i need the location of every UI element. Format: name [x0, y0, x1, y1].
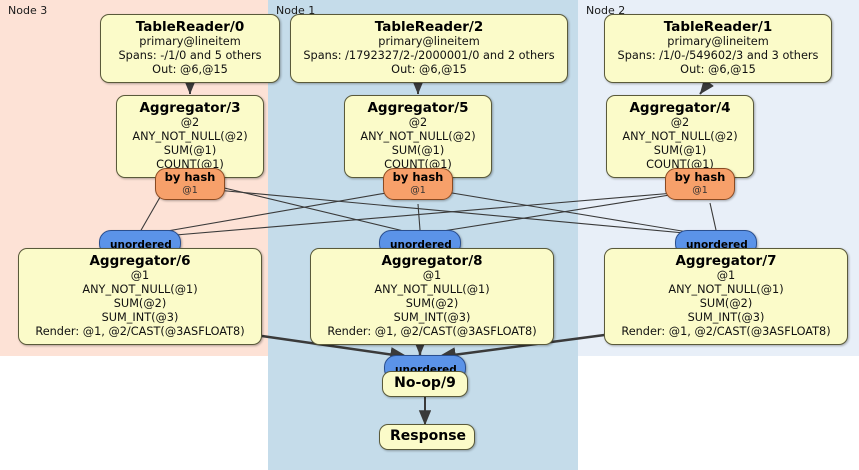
aggregator-title: Aggregator/6	[89, 253, 191, 269]
aggregator-func-3: SUM_INT(@3)	[101, 311, 179, 325]
aggregator-group: @2	[670, 116, 690, 130]
node-panel-label-node2: Node 2	[586, 4, 626, 17]
aggregator-group: @1	[422, 269, 442, 283]
table-reader-title: TableReader/2	[374, 19, 484, 35]
node-panel-label-node1: Node 1	[276, 4, 316, 17]
aggregator-func-2: SUM(@1)	[391, 144, 445, 158]
table-reader-index: primary@lineitem	[378, 35, 480, 49]
table-reader-title: TableReader/0	[135, 19, 245, 35]
no-op-9[interactable]: No-op/9	[382, 371, 468, 398]
aggregator-func-1: ANY_NOT_NULL(@2)	[132, 130, 248, 144]
hash-router-column: @1	[410, 184, 426, 196]
aggregator-func-2: SUM(@2)	[113, 297, 167, 311]
aggregator-func-2: SUM(@1)	[163, 144, 217, 158]
aggregator-6[interactable]: Aggregator/6 @1 ANY_NOT_NULL(@1) SUM(@2)…	[18, 248, 262, 346]
aggregator-3[interactable]: Aggregator/3 @2 ANY_NOT_NULL(@2) SUM(@1)…	[116, 95, 264, 179]
aggregator-group: @2	[408, 116, 428, 130]
aggregator-title: Aggregator/5	[367, 100, 469, 116]
aggregator-func-1: ANY_NOT_NULL(@2)	[360, 130, 476, 144]
table-reader-index: primary@lineitem	[667, 35, 769, 49]
aggregator-5[interactable]: Aggregator/5 @2 ANY_NOT_NULL(@2) SUM(@1)…	[344, 95, 492, 179]
aggregator-group: @1	[716, 269, 736, 283]
aggregator-render: Render: @1, @2/CAST(@3ASFLOAT8)	[35, 325, 245, 339]
aggregator-8[interactable]: Aggregator/8 @1 ANY_NOT_NULL(@1) SUM(@2)…	[310, 248, 554, 346]
aggregator-func-2: SUM(@2)	[699, 297, 753, 311]
aggregator-func-1: ANY_NOT_NULL(@1)	[668, 283, 784, 297]
aggregator-func-1: ANY_NOT_NULL(@1)	[82, 283, 198, 297]
aggregator-func-2: SUM(@2)	[405, 297, 459, 311]
aggregator-title: Aggregator/4	[629, 100, 731, 116]
aggregator-func-1: ANY_NOT_NULL(@1)	[374, 283, 490, 297]
no-op-title: No-op/9	[394, 375, 456, 391]
response-title: Response	[390, 428, 467, 444]
hash-router-column: @1	[692, 184, 708, 196]
table-reader-spans: Spans: -/1/0 and 5 others	[118, 49, 262, 63]
table-reader-out: Out: @6,@15	[680, 63, 756, 77]
hash-router-node1[interactable]: by hash @1	[383, 168, 453, 201]
aggregator-func-2: SUM(@1)	[653, 144, 707, 158]
aggregator-func-3: SUM_INT(@3)	[393, 311, 471, 325]
aggregator-func-3: SUM_INT(@3)	[687, 311, 765, 325]
table-reader-spans: Spans: /1/0-/549602/3 and 3 others	[617, 49, 819, 63]
table-reader-1[interactable]: TableReader/1 primary@lineitem Spans: /1…	[604, 14, 832, 84]
hash-router-label: by hash	[392, 170, 444, 184]
aggregator-4[interactable]: Aggregator/4 @2 ANY_NOT_NULL(@2) SUM(@1)…	[606, 95, 754, 179]
table-reader-2[interactable]: TableReader/2 primary@lineitem Spans: /1…	[290, 14, 568, 84]
aggregator-group: @1	[130, 269, 150, 283]
aggregator-func-1: ANY_NOT_NULL(@2)	[622, 130, 738, 144]
aggregator-7[interactable]: Aggregator/7 @1 ANY_NOT_NULL(@1) SUM(@2)…	[604, 248, 848, 346]
table-reader-spans: Spans: /1792327/2-/2000001/0 and 2 other…	[303, 49, 555, 63]
table-reader-0[interactable]: TableReader/0 primary@lineitem Spans: -/…	[100, 14, 280, 84]
aggregator-title: Aggregator/8	[381, 253, 483, 269]
node-panel-label-node3: Node 3	[8, 4, 48, 17]
hash-router-label: by hash	[164, 170, 216, 184]
aggregator-group: @2	[180, 116, 200, 130]
aggregator-render: Render: @1, @2/CAST(@3ASFLOAT8)	[621, 325, 831, 339]
table-reader-index: primary@lineitem	[139, 35, 241, 49]
response-node[interactable]: Response	[379, 424, 475, 451]
aggregator-render: Render: @1, @2/CAST(@3ASFLOAT8)	[327, 325, 537, 339]
aggregator-title: Aggregator/3	[139, 100, 241, 116]
hash-router-column: @1	[182, 184, 198, 196]
table-reader-out: Out: @6,@15	[152, 63, 228, 77]
hash-router-label: by hash	[674, 170, 726, 184]
hash-router-node2[interactable]: by hash @1	[665, 168, 735, 201]
table-reader-out: Out: @6,@15	[391, 63, 467, 77]
hash-router-node3[interactable]: by hash @1	[155, 168, 225, 201]
aggregator-title: Aggregator/7	[675, 253, 777, 269]
table-reader-title: TableReader/1	[663, 19, 773, 35]
